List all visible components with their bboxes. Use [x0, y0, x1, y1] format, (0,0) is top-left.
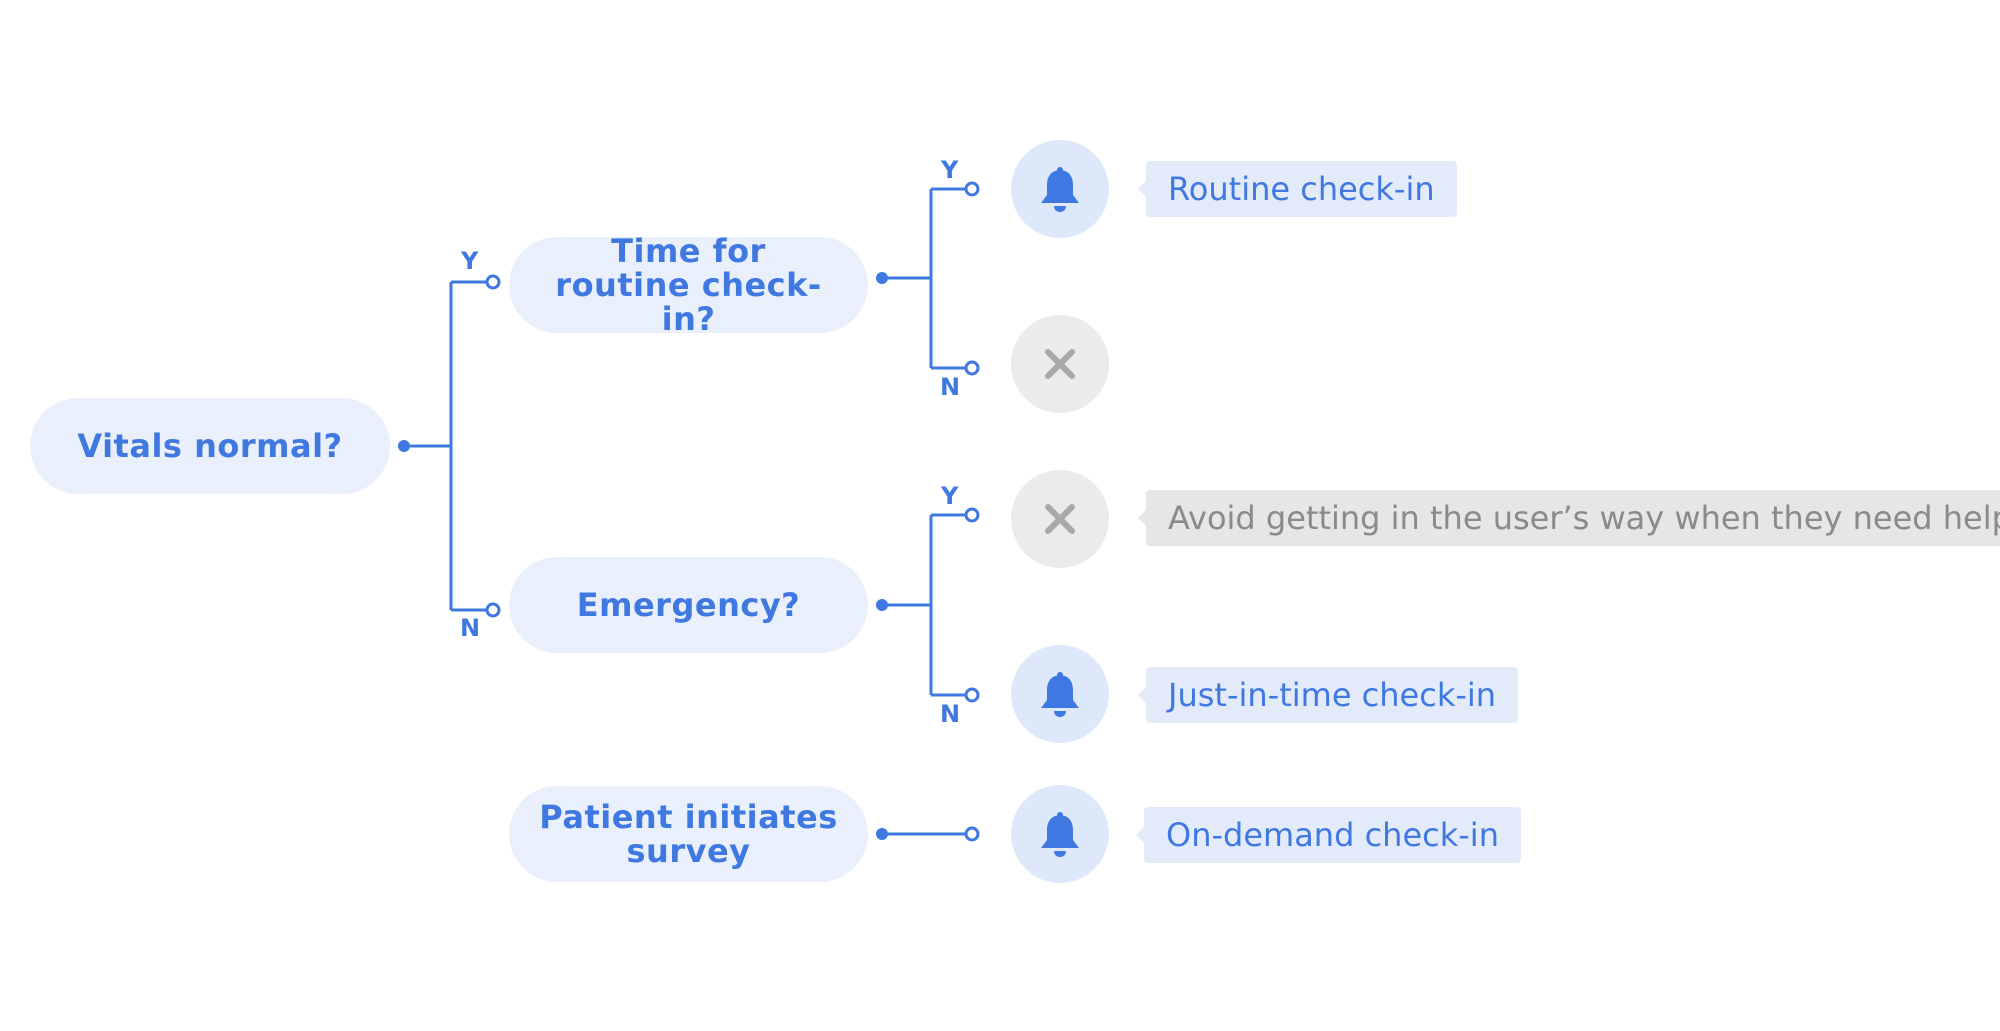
- callout-routine-check-in: Routine check-in: [1138, 161, 1457, 217]
- node-label: Time for routine check-in?: [555, 232, 822, 338]
- close-icon: [1045, 504, 1075, 534]
- bell-icon: [1041, 812, 1079, 857]
- callout-avoid: Avoid getting in the user’s way when the…: [1138, 490, 2000, 546]
- callout-just-in-time-check-in: Just-in-time check-in: [1137, 667, 1519, 723]
- callout-on-demand-check-in: On-demand check-in: [1136, 807, 1521, 863]
- node-routine-time: Time for routine check-in?: [509, 232, 868, 338]
- branch-label-no: N: [940, 373, 961, 401]
- node-patient-survey: Patient initiates survey: [509, 786, 868, 882]
- callout-label: Avoid getting in the user’s way when the…: [1168, 499, 2000, 537]
- outcome-none-routine: [1011, 315, 1109, 413]
- bell-icon: [1041, 672, 1079, 717]
- branch-label-no: N: [460, 614, 481, 642]
- callout-label: On-demand check-in: [1166, 816, 1499, 854]
- outcome-notify-on-demand: [1011, 785, 1109, 883]
- node-vitals-normal: Vitals normal?: [30, 398, 390, 494]
- outcome-none-emergency: [1011, 470, 1109, 568]
- node-label: Emergency?: [576, 586, 801, 624]
- branch-label-no: N: [940, 700, 961, 728]
- close-icon: [1045, 349, 1075, 379]
- branch-label-yes: Y: [941, 156, 959, 184]
- outcome-notify-just-in-time: [1011, 645, 1109, 743]
- branch-label-yes: Y: [461, 247, 479, 275]
- outcome-notify-routine: [1011, 140, 1109, 238]
- callout-label: Just-in-time check-in: [1168, 676, 1497, 714]
- node-label: Vitals normal?: [77, 427, 343, 465]
- callout-label: Routine check-in: [1168, 170, 1435, 208]
- bell-icon: [1041, 167, 1079, 212]
- node-label: Patient initiates survey: [539, 798, 838, 870]
- branch-label-yes: Y: [941, 482, 959, 510]
- node-emergency: Emergency?: [509, 557, 868, 653]
